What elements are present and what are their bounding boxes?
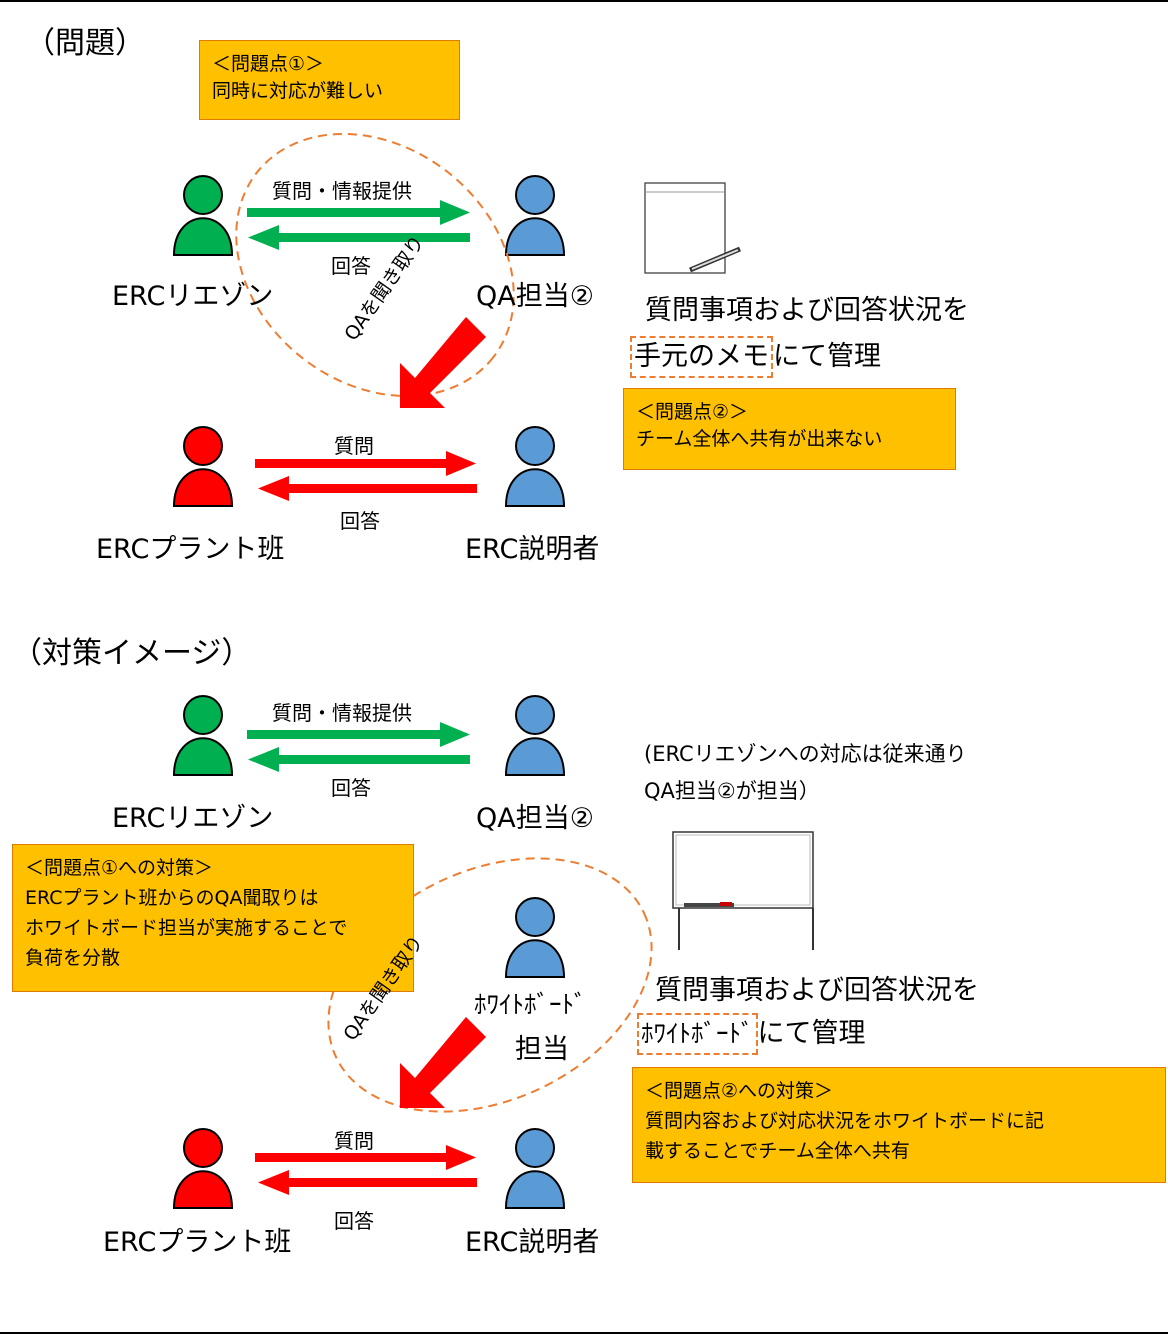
section-title-problem: （問題） <box>25 26 145 61</box>
label-question-red-bottom: 質問 <box>334 1129 374 1153</box>
label-answer-green-bottom: 回答 <box>331 776 371 800</box>
note-top-rest: にて管理 <box>773 341 881 372</box>
dashed-ellipse-top <box>235 132 515 398</box>
note-bottom-rest: にて管理 <box>757 1018 866 1049</box>
note-bottom-whiteboard-highlight: ﾎﾜｲﾄﾎﾞｰﾄﾞ <box>637 1013 758 1055</box>
note-top-line1: 質問事項および回答状況を <box>645 295 969 326</box>
note-top-memo-highlight: 手元のメモ <box>630 336 773 378</box>
dashed-ellipse-bottom <box>327 857 653 1113</box>
measure1-box: ＜問題点①への対策＞ ERCプラント班からのQA聞取りは ホワイトボード担当が実… <box>12 844 414 992</box>
arrow-question-info-top <box>247 200 470 225</box>
measure2-line2: 質問内容および対応状況をホワイトボードに記 <box>645 1110 1045 1132</box>
issue2-box: ＜問題点②＞ チーム全体へ共有が出来ない <box>623 388 956 470</box>
arrow-answer-green-bottom <box>248 747 470 772</box>
whiteboard-icon <box>672 831 814 950</box>
arrow-answer-red-bottom <box>258 1170 477 1195</box>
person-icon-qa2-top <box>505 175 565 256</box>
note-bottom-line1: 質問事項および回答状況を <box>655 975 979 1006</box>
person-icon-liaison-top <box>173 175 233 256</box>
person-icon-liaison-bottom <box>173 695 233 776</box>
arrow-question-red-top <box>255 451 476 476</box>
person-icon-explainer-bottom <box>505 1128 565 1209</box>
issue1-heading: ＜問題点①＞ <box>212 53 325 75</box>
name-erc-liaison-bottom: ERCリエゾン <box>112 803 274 834</box>
measure1-line3: ホワイトボード担当が実施することで <box>25 917 348 939</box>
label-question-info-bottom: 質問・情報提供 <box>272 701 412 725</box>
measure2-line3: 載することでチーム全体へ共有 <box>645 1140 910 1162</box>
label-question-red-top: 質問 <box>334 434 374 458</box>
measure1-line4: 負荷を分散 <box>25 947 121 969</box>
person-icon-explainer-top <box>505 426 565 507</box>
arrow-question-info-bottom <box>247 722 470 747</box>
label-answer-green-top: 回答 <box>331 254 371 278</box>
issue1-text: 同時に対応が難しい <box>212 80 384 102</box>
big-red-arrow-top <box>400 317 486 408</box>
arrow-question-red-bottom <box>255 1145 476 1170</box>
name-whiteboard-staff-line1: ﾎﾜｲﾄﾎﾞｰﾄﾞ <box>474 990 587 1019</box>
name-erc-explainer-bottom: ERC説明者 <box>465 1227 600 1258</box>
person-icon-plant-bottom <box>173 1128 233 1209</box>
arrow-answer-green-top <box>248 225 470 250</box>
person-icon-qa2-bottom <box>505 695 565 776</box>
name-erc-explainer-top: ERC説明者 <box>465 534 600 565</box>
paren-note-line1: (ERCリエゾンへの対応は従来通り <box>644 742 967 766</box>
name-qa2-bottom: QA担当② <box>476 803 594 834</box>
person-icon-whiteboard-staff <box>505 897 565 978</box>
issue1-box: ＜問題点①＞ 同時に対応が難しい <box>199 40 460 120</box>
notepad-icon <box>644 182 741 274</box>
paren-note: (ERCリエゾンへの対応は従来通り QA担当②が担当） <box>644 736 967 810</box>
name-qa2-top: QA担当② <box>476 281 594 312</box>
label-answer-red-bottom: 回答 <box>334 1209 374 1233</box>
big-red-arrow-bottom <box>400 1017 486 1108</box>
label-answer-red-top: 回答 <box>340 509 380 533</box>
name-whiteboard-staff-line2: 担当 <box>515 1034 569 1065</box>
measure2-box: ＜問題点②への対策＞ 質問内容および対応状況をホワイトボードに記 載することでチ… <box>632 1067 1166 1183</box>
name-erc-liaison-top: ERCリエゾン <box>112 281 274 312</box>
name-erc-plant-bottom: ERCプラント班 <box>103 1227 292 1258</box>
arrow-answer-red-top <box>258 476 477 501</box>
section-title-measure: （対策イメージ） <box>12 636 252 671</box>
label-question-info-top: 質問・情報提供 <box>272 179 412 203</box>
measure1-line2: ERCプラント班からのQA聞取りは <box>25 887 319 909</box>
name-erc-plant-top: ERCプラント班 <box>96 534 285 565</box>
measure1-heading: ＜問題点①への対策＞ <box>25 857 214 879</box>
paren-note-line2: QA担当②が担当） <box>644 779 820 803</box>
measure2-heading: ＜問題点②への対策＞ <box>645 1080 834 1102</box>
note-top-line2: 手元のメモにて管理 <box>630 336 881 378</box>
issue2-text: チーム全体へ共有が出来ない <box>636 428 883 450</box>
person-icon-plant-top <box>173 426 233 507</box>
note-bottom-line2: ﾎﾜｲﾄﾎﾞｰﾄﾞにて管理 <box>637 1013 866 1055</box>
issue2-heading: ＜問題点②＞ <box>636 401 749 423</box>
